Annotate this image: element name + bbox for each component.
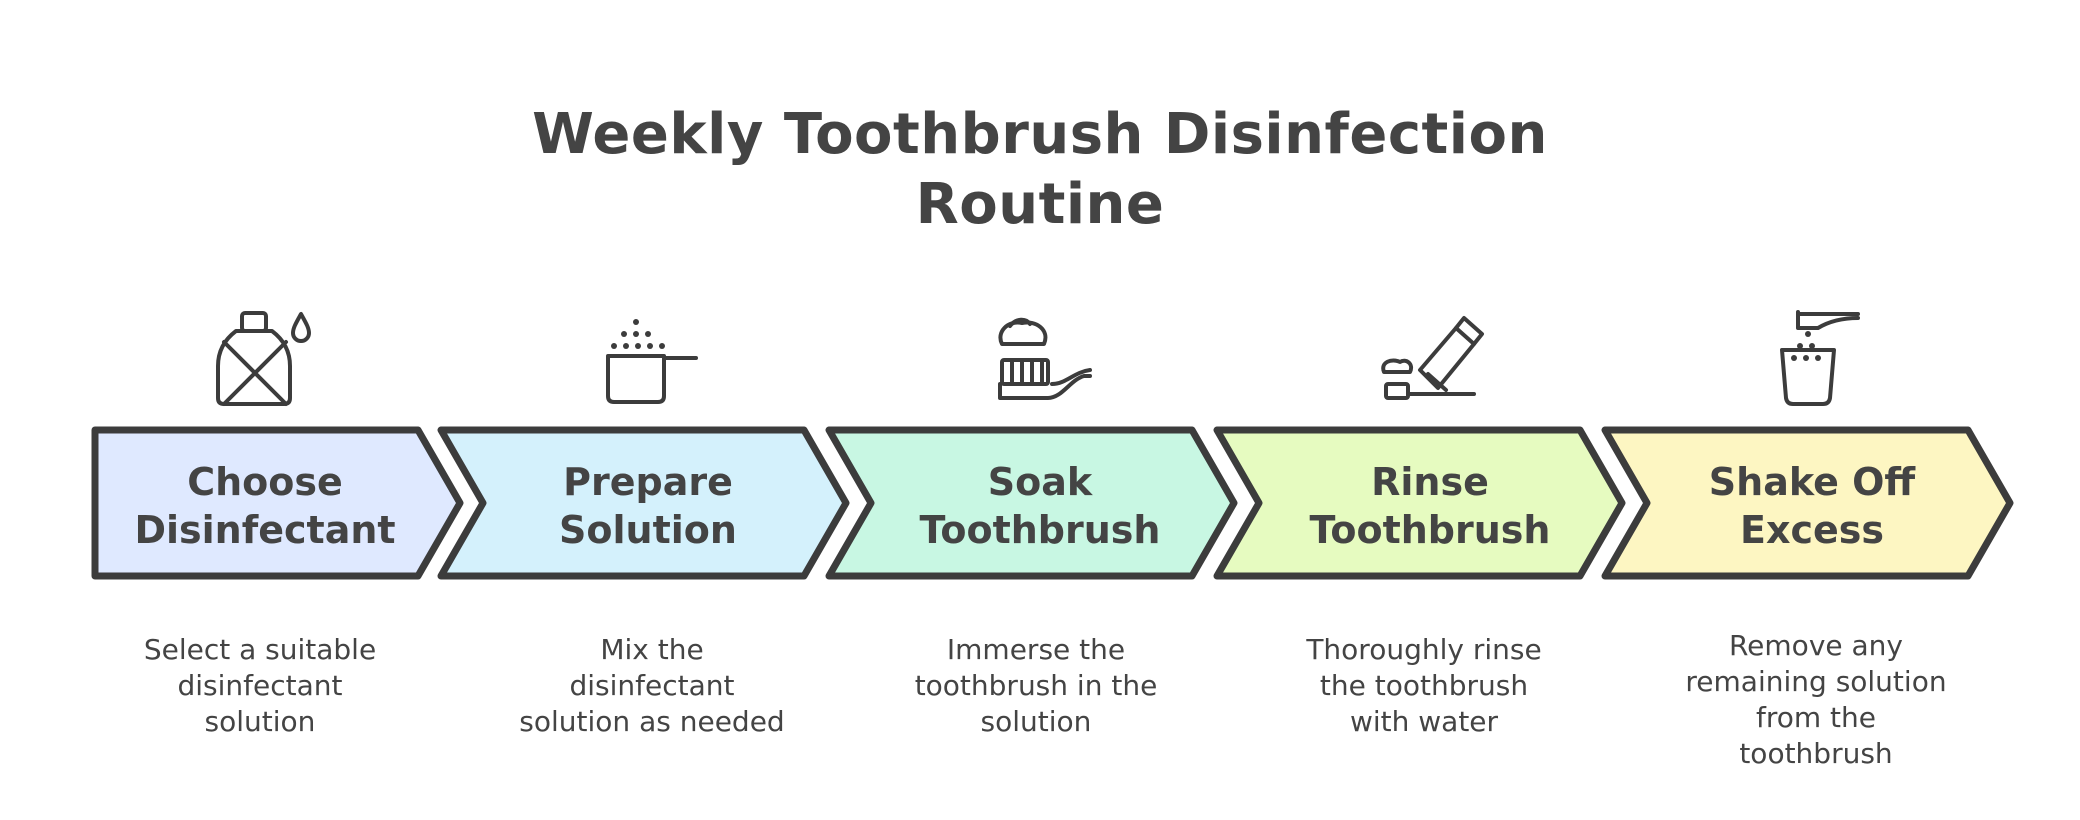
diagram-title: Weekly Toothbrush Disinfection Routine xyxy=(0,100,2080,240)
step-choose-disinfectant: Choose Disinfectant xyxy=(91,426,464,580)
step-description-2: Mix the disinfectant solution as needed xyxy=(519,633,785,738)
step-label-line-2: Toothbrush xyxy=(920,508,1161,552)
step-rinse-toothbrush: Rinse Toothbrush xyxy=(1213,426,1626,580)
step-soak-toothbrush: Soak Toothbrush xyxy=(825,426,1238,580)
step-description-5: Remove any remaining solution from the t… xyxy=(1685,629,1947,770)
step-description-3: Immerse the toothbrush in the solution xyxy=(914,633,1158,738)
step-label-line-1: Prepare xyxy=(563,460,733,504)
step-label-line-1: Choose xyxy=(187,460,343,504)
step-label-line-2: Toothbrush xyxy=(1310,508,1551,552)
step-arrow xyxy=(1601,426,2014,580)
step-description-4: Thoroughly rinse the toothbrush with wat… xyxy=(1306,633,1542,738)
title-line-1: Weekly Toothbrush Disinfection xyxy=(532,102,1548,167)
step-arrow xyxy=(91,426,464,580)
step-prepare-solution: Prepare Solution xyxy=(437,426,850,580)
step-arrow xyxy=(1213,426,1626,580)
title-line-2: Routine xyxy=(915,172,1165,237)
step-label-line-1: Rinse xyxy=(1371,460,1489,504)
disinfectant-bottle-icon xyxy=(216,311,311,406)
arrows-layer: Choose Disinfectant Prepare Solution Soa… xyxy=(91,426,2014,580)
step-label-line-1: Soak xyxy=(988,460,1093,504)
step-arrow xyxy=(825,426,1238,580)
measuring-cup-icon xyxy=(606,319,698,404)
toothpaste-tube-icon xyxy=(1381,316,1484,400)
toothbrush-with-paste-icon xyxy=(998,317,1092,400)
step-label-line-1: Shake Off xyxy=(1709,460,1917,504)
step-label-line-2: Excess xyxy=(1740,508,1884,552)
step-label-line-2: Disinfectant xyxy=(134,508,395,552)
step-arrow xyxy=(437,426,850,580)
faucet-cup-icon xyxy=(1780,310,1860,406)
step-label-line-2: Solution xyxy=(559,508,737,552)
step-description-1: Select a suitable disinfectant solution xyxy=(143,633,377,738)
step-shake-off-excess: Shake Off Excess xyxy=(1601,426,2014,580)
